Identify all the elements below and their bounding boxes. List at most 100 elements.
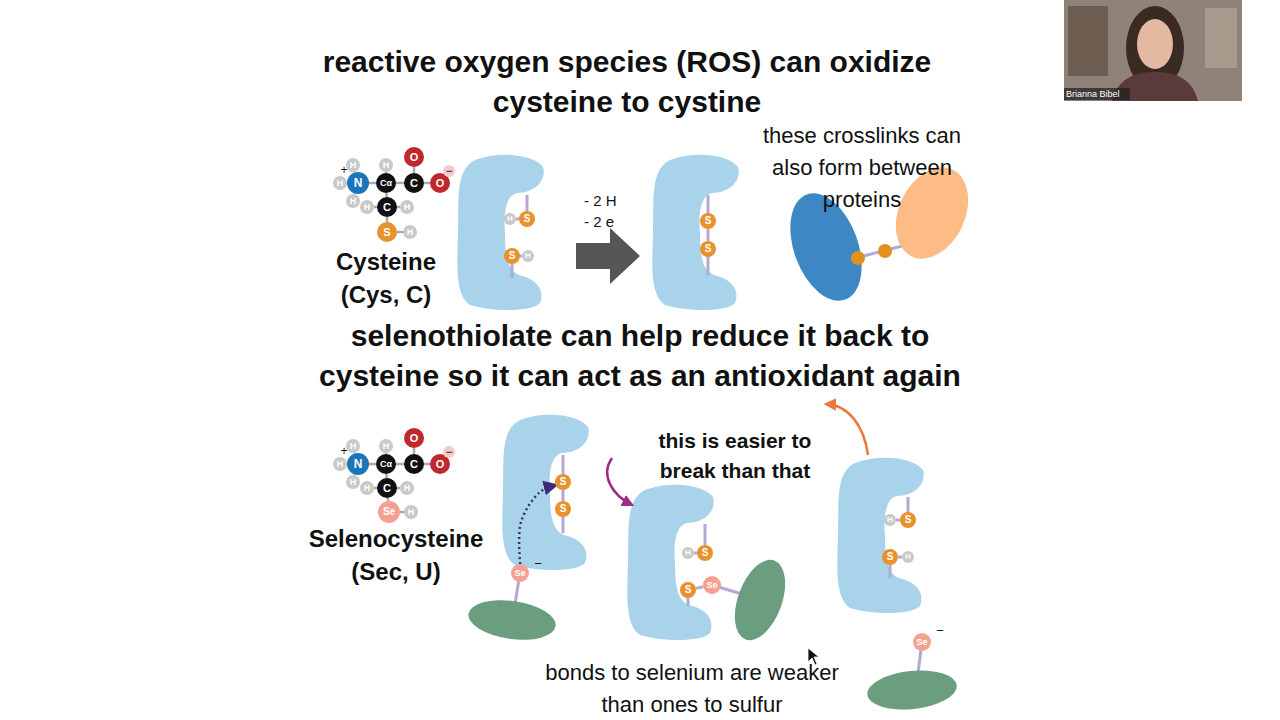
bond-line xyxy=(562,490,565,501)
atom-node: H xyxy=(403,225,417,239)
atom-symbol: S xyxy=(560,477,567,487)
atom-symbol: C xyxy=(410,178,418,189)
atom-node: C xyxy=(404,454,424,474)
atom-node: S xyxy=(900,512,916,528)
atom-symbol: O xyxy=(436,459,445,470)
atom-node: S xyxy=(555,501,571,517)
atom-symbol: H xyxy=(337,460,344,469)
bond-line xyxy=(369,463,376,466)
atom-node: H xyxy=(504,213,516,225)
atom-symbol: H xyxy=(383,442,390,451)
subheading: selenothiolate can help reduce it back t… xyxy=(305,316,975,396)
atom-node: S xyxy=(700,213,716,229)
molecule-name: Cysteine (Cys, C) xyxy=(327,245,445,311)
atom-node: S xyxy=(555,474,571,490)
atom-node: N xyxy=(347,172,369,194)
bond-line xyxy=(396,463,404,466)
atom-symbol: H xyxy=(905,553,911,561)
atom-node: C xyxy=(377,478,397,498)
charge-sign: + xyxy=(337,444,351,458)
atom-symbol: H xyxy=(383,161,390,170)
note: these crosslinks can also form between p… xyxy=(750,120,975,216)
atom-node: H xyxy=(360,200,374,214)
atom-symbol: Cα xyxy=(380,179,392,188)
atom-symbol: S xyxy=(685,585,692,595)
atom-node: H xyxy=(379,158,393,172)
bond-line xyxy=(707,229,710,241)
atom-node: Se xyxy=(913,633,931,651)
atom-node: S xyxy=(882,549,898,565)
atom-node: H xyxy=(902,551,914,563)
atom-node: Se xyxy=(378,501,400,523)
atom-symbol: H xyxy=(337,179,344,188)
atom-node: H xyxy=(884,514,896,526)
bond-line xyxy=(696,587,703,589)
atom-symbol: H xyxy=(407,228,414,237)
atom-symbol: S xyxy=(509,251,516,261)
atom-symbol: Se xyxy=(383,507,395,517)
presenter-name: Brianna Bibel xyxy=(1066,89,1136,99)
atom-node: S xyxy=(700,241,716,257)
sulfur-dot xyxy=(878,244,892,258)
atom-node: Se xyxy=(511,564,529,582)
atom-symbol: O xyxy=(410,152,419,163)
atom-symbol: O xyxy=(436,178,445,189)
bond-line xyxy=(396,182,404,185)
atom-symbol: O xyxy=(410,433,419,444)
atom-symbol: H xyxy=(887,516,893,524)
reaction-loss: - 2 e xyxy=(584,214,634,230)
atom-node: H xyxy=(346,194,360,208)
atom-symbol: H xyxy=(404,484,411,493)
selenoprotein-shape xyxy=(466,595,558,645)
atom-symbol: S xyxy=(383,227,390,238)
atom-symbol: Cα xyxy=(380,460,392,469)
atom-symbol: H xyxy=(507,215,513,223)
note: bonds to selenium are weaker than ones t… xyxy=(532,657,852,720)
electron-transfer-arrow xyxy=(519,485,556,564)
atom-symbol: C xyxy=(410,459,418,470)
atom-symbol: N xyxy=(354,177,363,189)
atom-node: Cα xyxy=(376,173,396,193)
atom-node: H xyxy=(333,457,347,471)
atom-node: N xyxy=(347,453,369,475)
atom-node: O xyxy=(404,428,424,448)
atom-symbol: H xyxy=(685,549,691,557)
atom-symbol: Se xyxy=(916,638,927,647)
atom-symbol: S xyxy=(705,216,712,226)
atom-symbol: H xyxy=(350,197,357,206)
atom-symbol: H xyxy=(350,442,357,451)
atom-node: C xyxy=(377,197,397,217)
atom-node: S xyxy=(680,582,696,598)
reaction-loss: - 2 H xyxy=(584,193,634,209)
atom-node: Cα xyxy=(376,454,396,474)
atom-node: O xyxy=(404,147,424,167)
molecule-name: Selenocysteine (Sec, U) xyxy=(296,522,496,588)
protein-shape xyxy=(502,415,588,570)
protein-shape xyxy=(652,155,738,310)
atom-symbol: C xyxy=(383,483,391,494)
webcam-person xyxy=(1137,19,1173,69)
atom-symbol: Se xyxy=(514,569,525,578)
atom-node: C xyxy=(404,173,424,193)
atom-symbol: H xyxy=(350,478,357,487)
atom-symbol: H xyxy=(364,484,371,493)
atom-symbol: H xyxy=(404,203,411,212)
charge-sign: − xyxy=(443,446,455,458)
atom-symbol: S xyxy=(524,214,531,224)
atom-node: H xyxy=(404,505,418,519)
bond-line xyxy=(369,182,376,185)
atom-symbol: S xyxy=(887,552,894,562)
protein-shape xyxy=(837,458,923,613)
atom-node: H xyxy=(333,176,347,190)
callout: this is easier to break than that xyxy=(650,426,820,486)
atom-node: H xyxy=(346,475,360,489)
pointer-arrow xyxy=(607,458,632,505)
protein-shape xyxy=(627,485,713,640)
atom-symbol: S xyxy=(560,504,567,514)
atom-node: S xyxy=(519,211,535,227)
atom-symbol: Se xyxy=(706,581,717,590)
slide-title: reactive oxygen species (ROS) can oxidiz… xyxy=(297,42,957,122)
webcam-background xyxy=(1068,6,1108,76)
atom-symbol: H xyxy=(408,508,415,517)
cycle-arrow xyxy=(826,404,868,455)
